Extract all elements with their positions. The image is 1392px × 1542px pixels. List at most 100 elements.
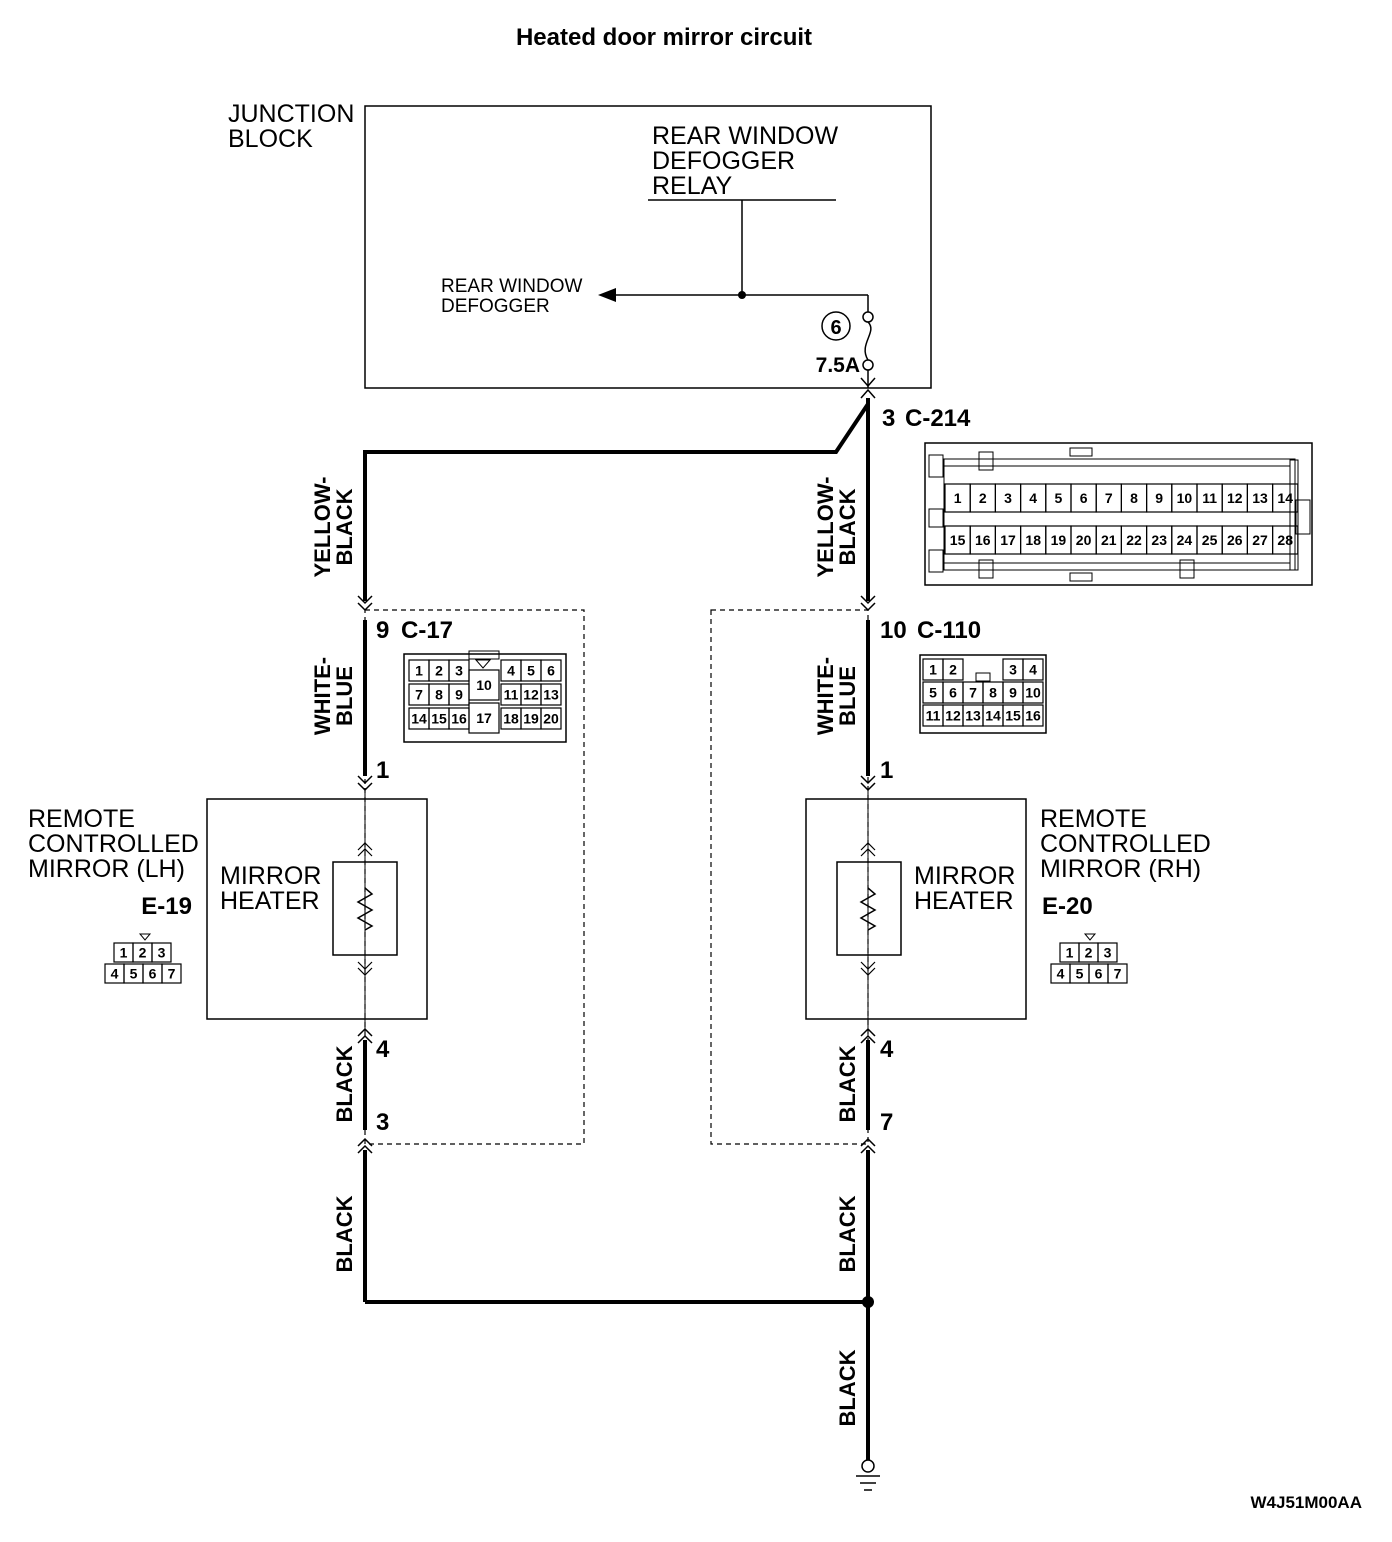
ground-icon <box>856 1459 880 1491</box>
c214-pin-label: 24 <box>1177 532 1193 548</box>
c17-pin-label: 10 <box>476 677 492 693</box>
e20-cell <box>1097 942 1118 963</box>
c214-pin-label: 26 <box>1227 532 1243 548</box>
c17-pin-label: 20 <box>543 711 559 727</box>
c110-pin-label: 7 <box>969 685 977 701</box>
c110-pin-label: 5 <box>929 685 937 701</box>
mirror-rh-heater-1: MIRROR <box>914 862 1015 890</box>
c17-pin-label: 3 <box>455 663 463 679</box>
c214-pin-label: 11 <box>1202 490 1217 506</box>
c110-pin-label: 9 <box>1009 685 1017 701</box>
mirror-lh-label-2: CONTROLLED <box>28 830 199 858</box>
c214-cell <box>1271 483 1299 513</box>
c214-pin-label: 8 <box>1130 490 1138 506</box>
mirror-lh-heater-1: MIRROR <box>220 862 321 890</box>
wire-label-left-mid-1: WHITE- <box>310 657 335 735</box>
c110-pin-label: 3 <box>1009 662 1017 678</box>
c17-pin-label: 6 <box>547 663 555 679</box>
mirror-lh-heater-2: HEATER <box>220 887 320 915</box>
connector-markers <box>357 595 876 1154</box>
c110-pin-label: 2 <box>949 662 957 678</box>
c17-pin-label: 8 <box>435 687 443 703</box>
e20-pin-label: 7 <box>1114 966 1122 982</box>
defogger-arrow-icon <box>598 288 616 302</box>
c214-pin-label: 25 <box>1202 532 1218 548</box>
c17-pin-label: 5 <box>527 663 535 679</box>
e20-pin-label: 1 <box>1066 945 1074 961</box>
c17-pin-label: 4 <box>507 663 515 679</box>
c214-pin-label: 28 <box>1277 532 1293 548</box>
wire-label-right-top-2: BLACK <box>835 488 860 565</box>
c214-pin-label: 10 <box>1177 490 1193 506</box>
e20-pin-in: 1 <box>880 757 893 784</box>
c214-pin-label: 20 <box>1076 532 1092 548</box>
c17-pin-label: 17 <box>476 710 492 726</box>
wire-label-right-mid-1: WHITE- <box>813 657 838 735</box>
diagram-title: Heated door mirror circuit <box>516 24 812 51</box>
wire-label-black-lh-1: BLACK <box>332 1045 357 1122</box>
c214-cell <box>1271 525 1299 555</box>
c17-cell <box>468 669 500 701</box>
c110-ground-pin: 7 <box>880 1109 893 1136</box>
wire-label-left-mid-2: BLUE <box>332 666 357 726</box>
ground-splice-dot <box>862 1296 874 1308</box>
c214-pin: 3 <box>882 405 895 432</box>
e19-pin-label: 4 <box>111 966 119 982</box>
c110-pin-label: 1 <box>929 662 937 678</box>
c17-region <box>364 609 585 1145</box>
c17-pin-label: 11 <box>504 687 519 703</box>
fuse-icon <box>862 295 874 388</box>
e19-pin-label: 7 <box>168 966 176 982</box>
figure-code: W4J51M00AA <box>1251 1493 1363 1512</box>
e20-pin-out: 4 <box>880 1036 894 1063</box>
mirror-rh-code: E-20 <box>1042 893 1093 920</box>
c214-pin-label: 18 <box>1025 532 1041 548</box>
c214-pin-label: 13 <box>1252 490 1268 506</box>
c17-cell <box>540 659 562 682</box>
c17-pin-label: 15 <box>431 711 447 727</box>
c110-pin-label: 14 <box>985 708 1001 724</box>
relay-label-1: REAR WINDOW <box>652 122 839 150</box>
c214-pin-label: 2 <box>979 490 987 506</box>
e19-pin-label: 6 <box>149 966 157 982</box>
mirror-rh-heater-2: HEATER <box>914 887 1014 915</box>
mirror-rh: REMOTE CONTROLLED MIRROR (RH) E-20 MIRRO… <box>805 790 1211 1036</box>
c214-pin-label: 6 <box>1080 490 1088 506</box>
junction-block-label-1: JUNCTION <box>228 100 354 128</box>
c17-pin-label: 14 <box>411 711 427 727</box>
e19-pin-label: 1 <box>120 945 128 961</box>
heater-lh-icon <box>332 790 398 1036</box>
c17-pin-label: 1 <box>415 663 423 679</box>
wire-label-right-top-1: YELLOW- <box>813 477 838 578</box>
e19-pin-label: 5 <box>130 966 138 982</box>
c110-cell <box>1022 681 1044 704</box>
c17-ground-pin: 3 <box>376 1109 389 1136</box>
c110-pin-label: 13 <box>965 708 981 724</box>
c214-pin-label: 3 <box>1004 490 1012 506</box>
c214-pin-label: 9 <box>1155 490 1163 506</box>
c110-pin: 10 <box>880 617 907 644</box>
wiring <box>363 398 870 1460</box>
mirror-lh-label-1: REMOTE <box>28 805 135 833</box>
wire-labels: YELLOW- BLACK YELLOW- BLACK WHITE- BLUE … <box>310 477 860 1427</box>
c110-cell <box>942 658 964 681</box>
e19-pin-out: 4 <box>376 1036 390 1063</box>
c110-pin-label: 8 <box>989 685 997 701</box>
c110-pin-label: 10 <box>1025 685 1041 701</box>
relay-label-3: RELAY <box>652 172 732 200</box>
c17-pin-label: 18 <box>503 711 519 727</box>
e19-pin-label: 2 <box>139 945 147 961</box>
c214-pin-label: 19 <box>1051 532 1067 548</box>
c214-pin-label: 4 <box>1029 490 1037 506</box>
c110-pin-label: 15 <box>1005 708 1021 724</box>
fuse-rating: 7.5A <box>816 354 860 377</box>
fuse-number: 6 <box>830 317 841 339</box>
c214-pin-label: 5 <box>1055 490 1063 506</box>
mirror-lh: REMOTE CONTROLLED MIRROR (LH) E-19 MIRRO… <box>28 790 428 1036</box>
e19-cell <box>161 963 182 984</box>
wire-label-black-rh-1: BLACK <box>835 1045 860 1122</box>
